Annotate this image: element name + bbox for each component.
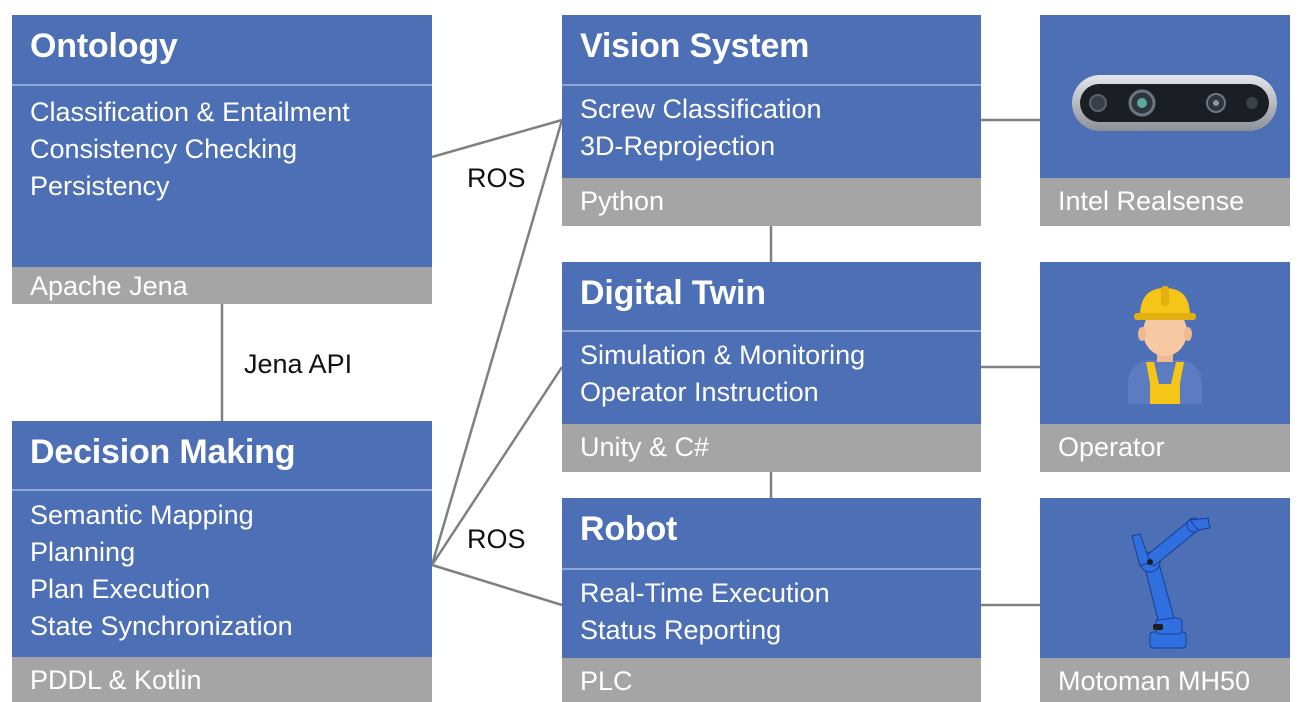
industrial-robot-arm-icon bbox=[1131, 517, 1211, 649]
ontology-item: Consistency Checking bbox=[30, 134, 298, 164]
ontology-items: Classification & Entailment Consistency … bbox=[12, 86, 432, 267]
connector-decision-robot bbox=[431, 563, 563, 607]
decision-making-item: Planning bbox=[30, 537, 136, 567]
ontology-box: Ontology Classification & Entailment Con… bbox=[12, 15, 432, 304]
ontology-title: Ontology bbox=[12, 15, 432, 86]
robot-tech: PLC bbox=[562, 658, 981, 702]
vision-system-box: Vision System Screw Classification 3D-Re… bbox=[562, 15, 981, 226]
robot-box: Robot Real-Time Execution Status Reporti… bbox=[562, 498, 981, 702]
vision-system-tech: Python bbox=[562, 178, 981, 226]
robot-title: Robot bbox=[562, 498, 981, 570]
connector-decision-vision bbox=[430, 119, 564, 566]
decision-making-item: Plan Execution bbox=[30, 574, 211, 604]
motoman-box: Motoman MH50 bbox=[1040, 498, 1290, 702]
ontology-item: Classification & Entailment bbox=[30, 97, 350, 127]
jena-api-label: Jena API bbox=[244, 349, 353, 379]
decision-making-item: State Synchronization bbox=[30, 611, 293, 641]
robot-item: Status Reporting bbox=[580, 615, 782, 645]
vision-system-item: Screw Classification bbox=[580, 94, 822, 124]
connector-ontology-vision bbox=[431, 118, 563, 159]
operator-box: Operator bbox=[1040, 262, 1290, 472]
digital-twin-item: Simulation & Monitoring bbox=[580, 340, 866, 370]
digital-twin-items: Simulation & Monitoring Operator Instruc… bbox=[562, 332, 981, 424]
digital-twin-item: Operator Instruction bbox=[580, 377, 819, 407]
vision-system-items: Screw Classification 3D-Reprojection bbox=[562, 86, 981, 178]
vision-system-item: 3D-Reprojection bbox=[580, 131, 776, 161]
vision-system-title: Vision System bbox=[562, 15, 981, 86]
operator-panel bbox=[1040, 262, 1290, 424]
robot-item: Real-Time Execution bbox=[580, 578, 830, 608]
intel-realsense-box: Intel Realsense bbox=[1040, 15, 1290, 226]
digital-twin-title: Digital Twin bbox=[562, 262, 981, 332]
decision-making-box: Decision Making Semantic Mapping Plannin… bbox=[12, 421, 432, 702]
worker-icon bbox=[1128, 286, 1202, 404]
operator-label: Operator bbox=[1040, 424, 1290, 472]
depth-camera-icon bbox=[1072, 75, 1277, 131]
connector-decision-twin bbox=[430, 366, 564, 566]
motoman-label: Motoman MH50 bbox=[1040, 658, 1290, 702]
decision-making-title: Decision Making bbox=[12, 421, 432, 491]
intel-realsense-label: Intel Realsense bbox=[1040, 178, 1290, 226]
digital-twin-box: Digital Twin Simulation & Monitoring Ope… bbox=[562, 262, 981, 472]
camera-panel bbox=[1040, 15, 1290, 178]
digital-twin-tech: Unity & C# bbox=[562, 424, 981, 472]
ontology-item: Persistency bbox=[30, 171, 170, 201]
decision-making-items: Semantic Mapping Planning Plan Execution… bbox=[12, 491, 432, 657]
ros-label-bottom: ROS bbox=[467, 524, 526, 554]
motoman-panel bbox=[1040, 498, 1290, 658]
ros-label-top: ROS bbox=[467, 163, 526, 193]
robot-items: Real-Time Execution Status Reporting bbox=[562, 570, 981, 658]
decision-making-tech: PDDL & Kotlin bbox=[12, 657, 432, 702]
decision-making-item: Semantic Mapping bbox=[30, 500, 254, 530]
ontology-tech: Apache Jena bbox=[12, 267, 432, 304]
